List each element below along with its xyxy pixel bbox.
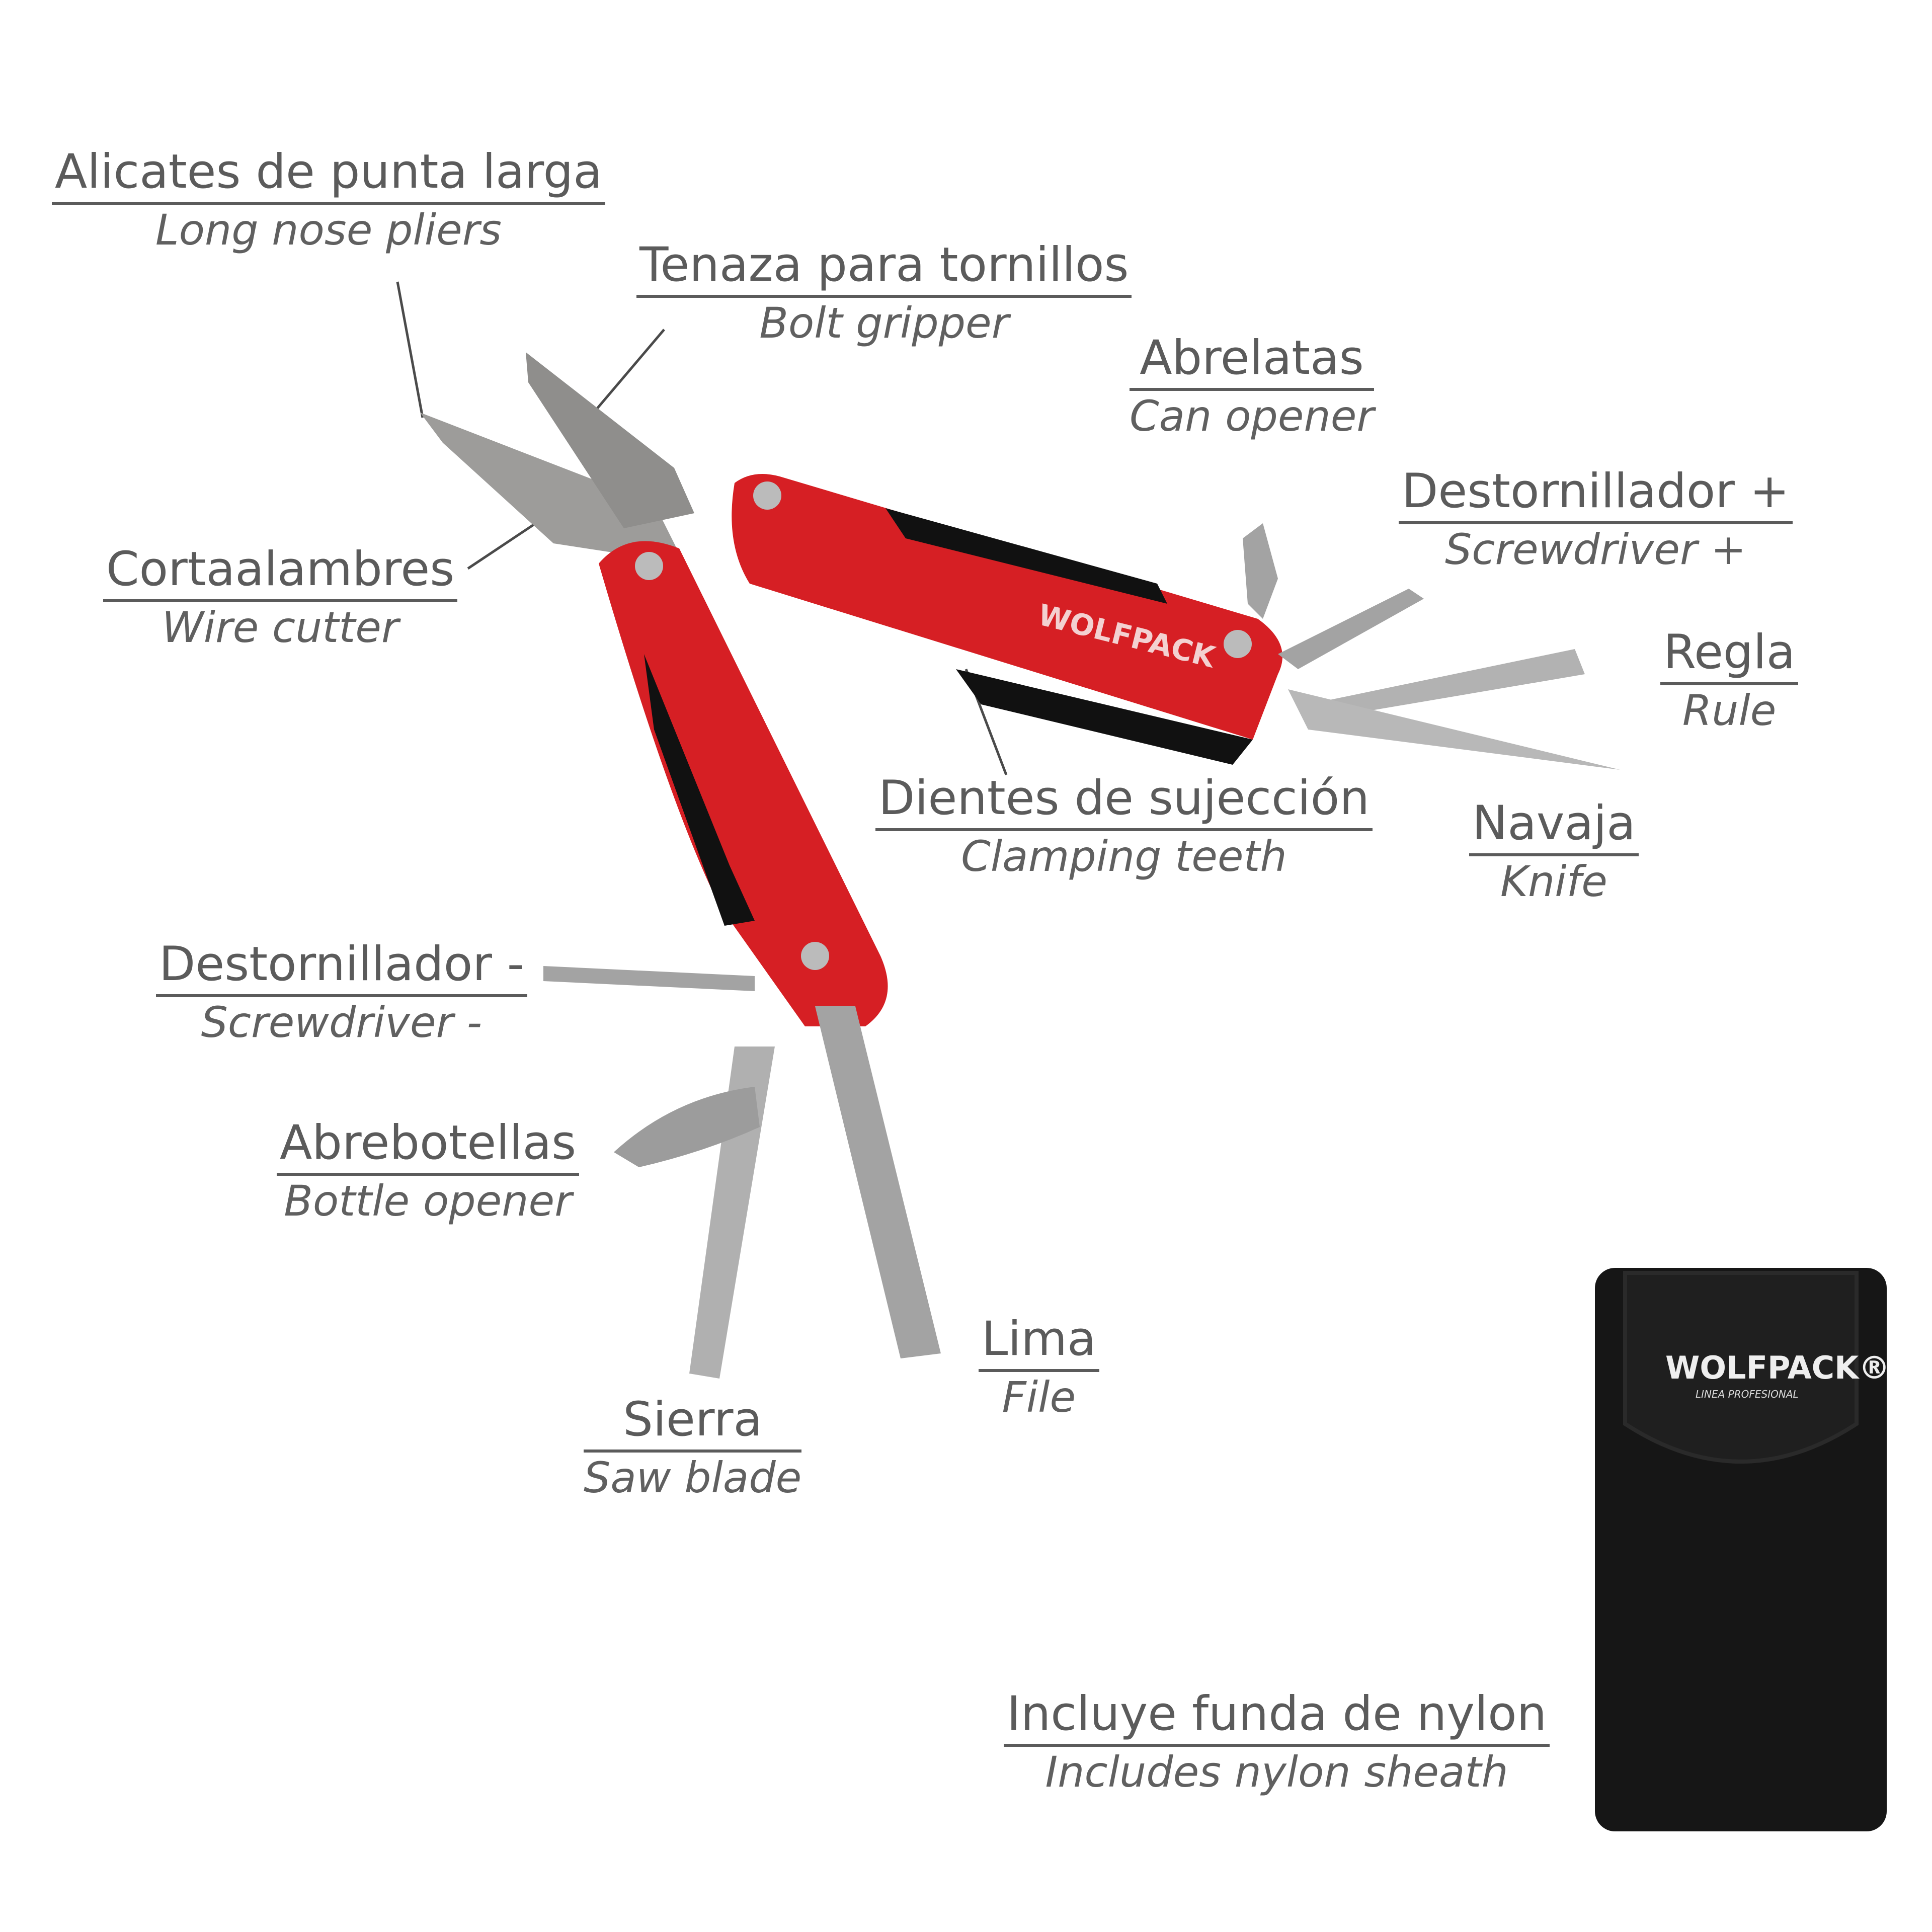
label-screwdriver-minus: Destornillador -Screwdriver -: [156, 938, 527, 1048]
svg-text:LINEA PROFESIONAL: LINEA PROFESIONAL: [1696, 1388, 1799, 1400]
nylon-sheath: WOLFPACK® LINEA PROFESIONAL: [1595, 1268, 1890, 1831]
sheath-logo: WOLFPACK®: [1665, 1349, 1890, 1386]
label-screwdriver-plus: Destornillador +Screwdriver +: [1399, 465, 1793, 575]
